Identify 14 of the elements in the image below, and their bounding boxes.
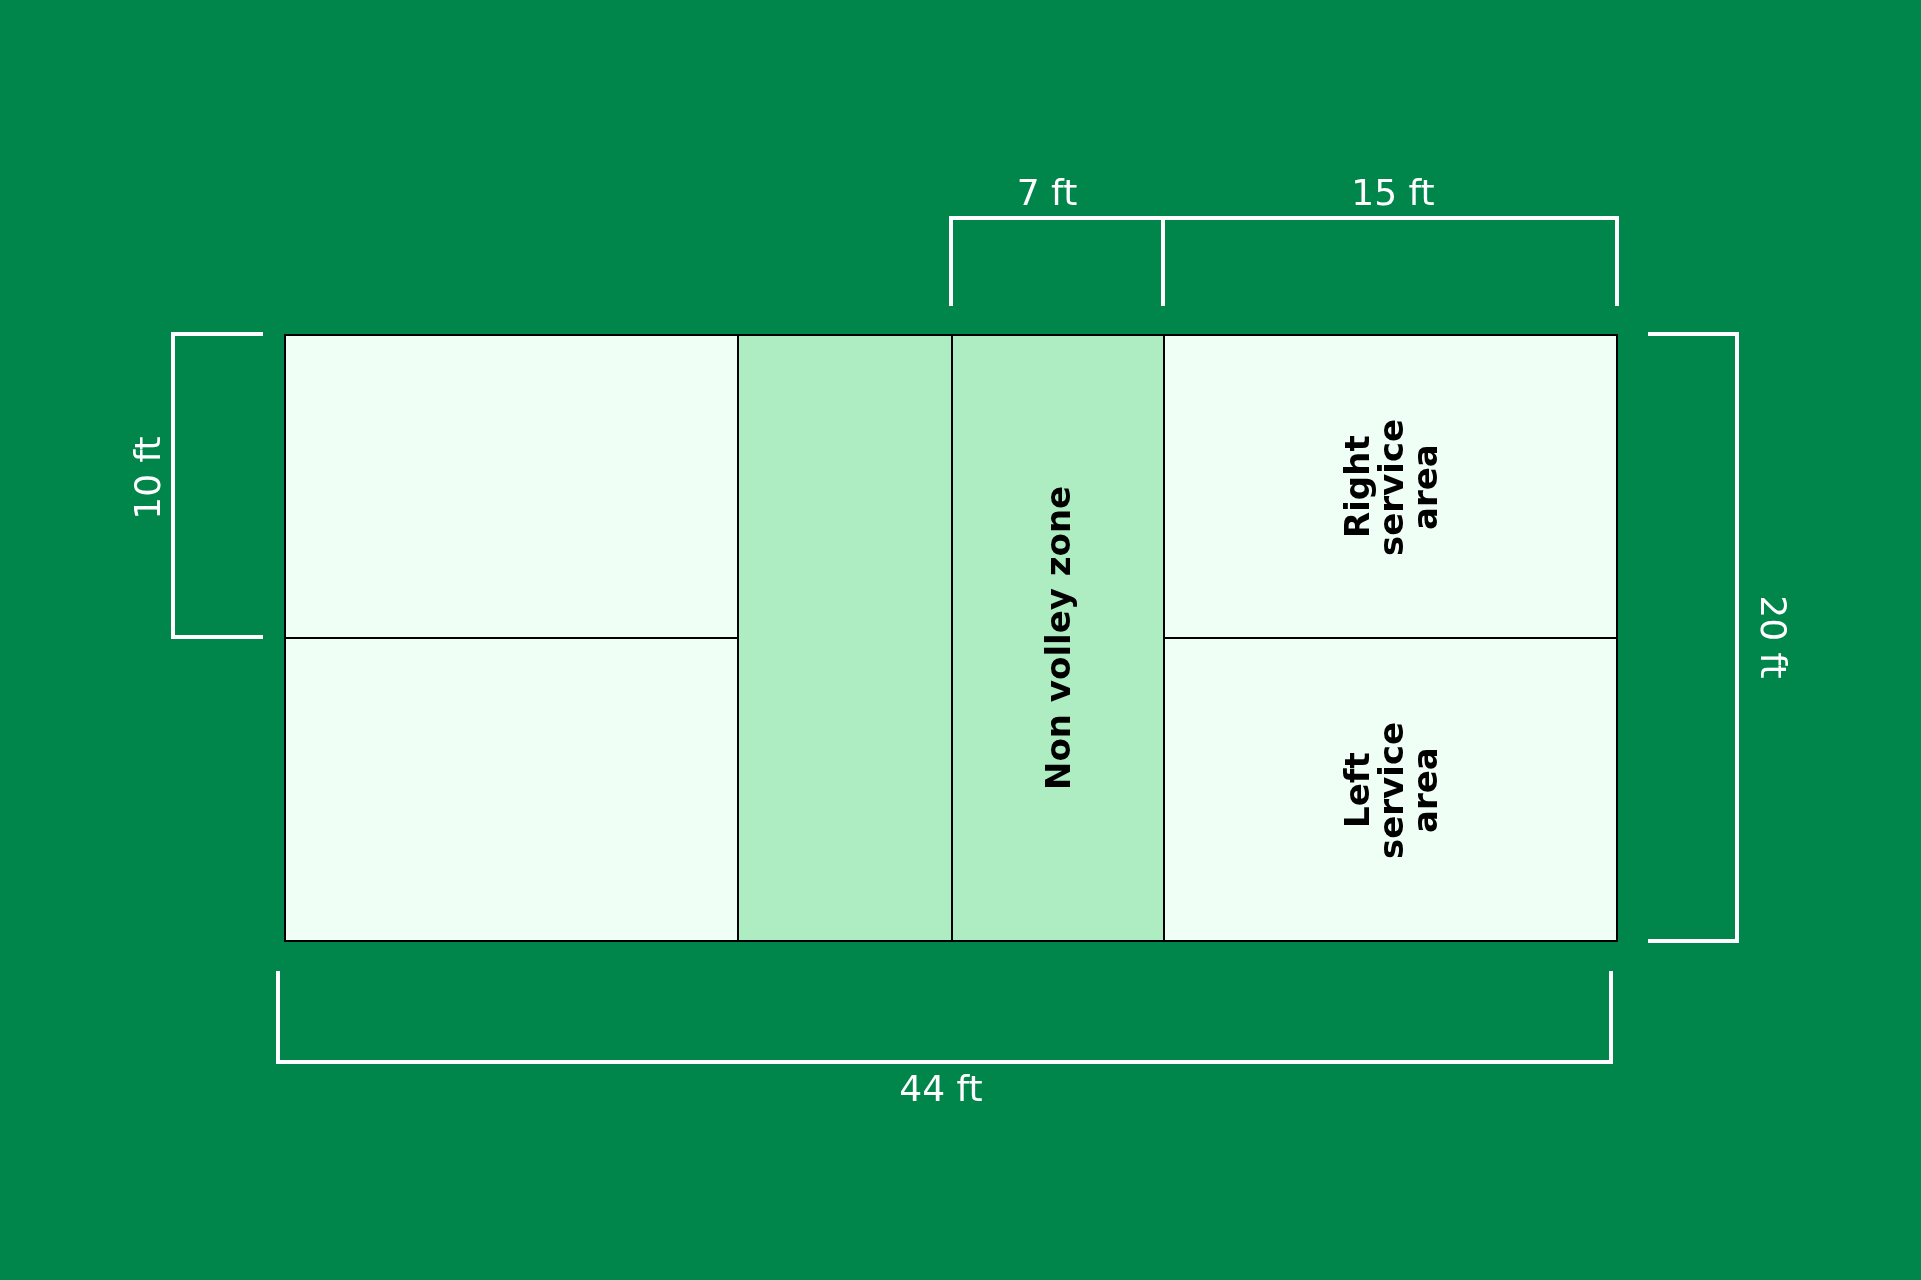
court-area [284, 637, 739, 942]
zone-label: Non volley zone [1041, 484, 1075, 793]
dimension-label: 15 ft [1351, 171, 1435, 213]
service-area [1163, 637, 1618, 942]
dimension-label: 20 ft [1752, 595, 1794, 679]
court-area [284, 334, 739, 639]
service-area [1163, 334, 1618, 639]
dimension-label: 7 ft [1016, 171, 1078, 213]
non-volley-zone [951, 334, 1165, 942]
non-volley-zone [737, 334, 953, 942]
dimension-label: 44 ft [899, 1067, 983, 1109]
zone-label: Right service area [1339, 416, 1442, 557]
zone-label: Left service area [1339, 719, 1442, 860]
dimension-label: 10 ft [126, 436, 168, 520]
